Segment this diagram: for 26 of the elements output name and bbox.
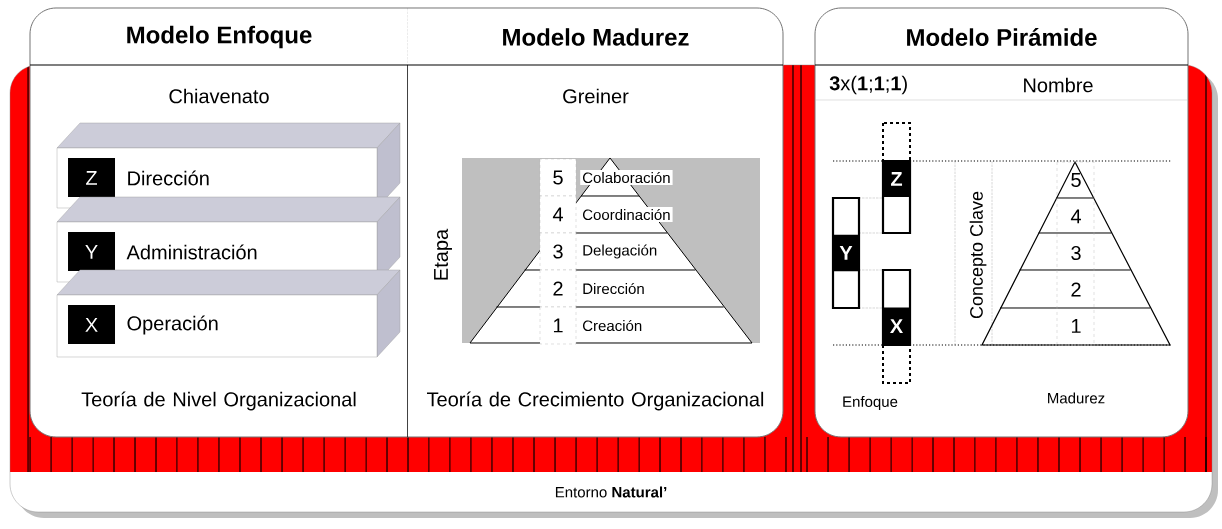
level-number: 1 [1071, 319, 1081, 333]
stage-row: 3 Delegación [539, 232, 660, 271]
node-label: 5 [553, 170, 563, 185]
axis-label: Etapa [434, 228, 452, 280]
formula-label: 3x(1;1;1) [829, 75, 907, 95]
stage-row: 4 Coordinación [539, 195, 673, 234]
dashed-box [882, 122, 911, 162]
axis-label: Concepto Clave [969, 191, 987, 319]
level-bar: X Operación [56, 269, 401, 358]
level-number: 4 [1070, 209, 1081, 224]
caption-text: Enfoque [843, 396, 898, 410]
dashed-box [882, 344, 911, 384]
level-column: Z [881, 159, 912, 235]
node-label: Creación [582, 319, 642, 332]
stage-row: 2 Dirección [539, 269, 647, 308]
caption-text: Madurez [1048, 392, 1105, 404]
level-number: 2 [1071, 282, 1081, 297]
level-number: 5 [1071, 173, 1081, 187]
level-column: X [881, 268, 912, 347]
column-heading: Nombre [1024, 77, 1093, 93]
level-number: 3 [1071, 245, 1081, 261]
node-label: Delegación [583, 244, 657, 259]
stage-row: 5 Colaboración [539, 158, 673, 197]
stage-row: 1 Creación [539, 306, 645, 345]
level-column: Y [831, 196, 861, 310]
node-label: Dirección [583, 282, 644, 295]
